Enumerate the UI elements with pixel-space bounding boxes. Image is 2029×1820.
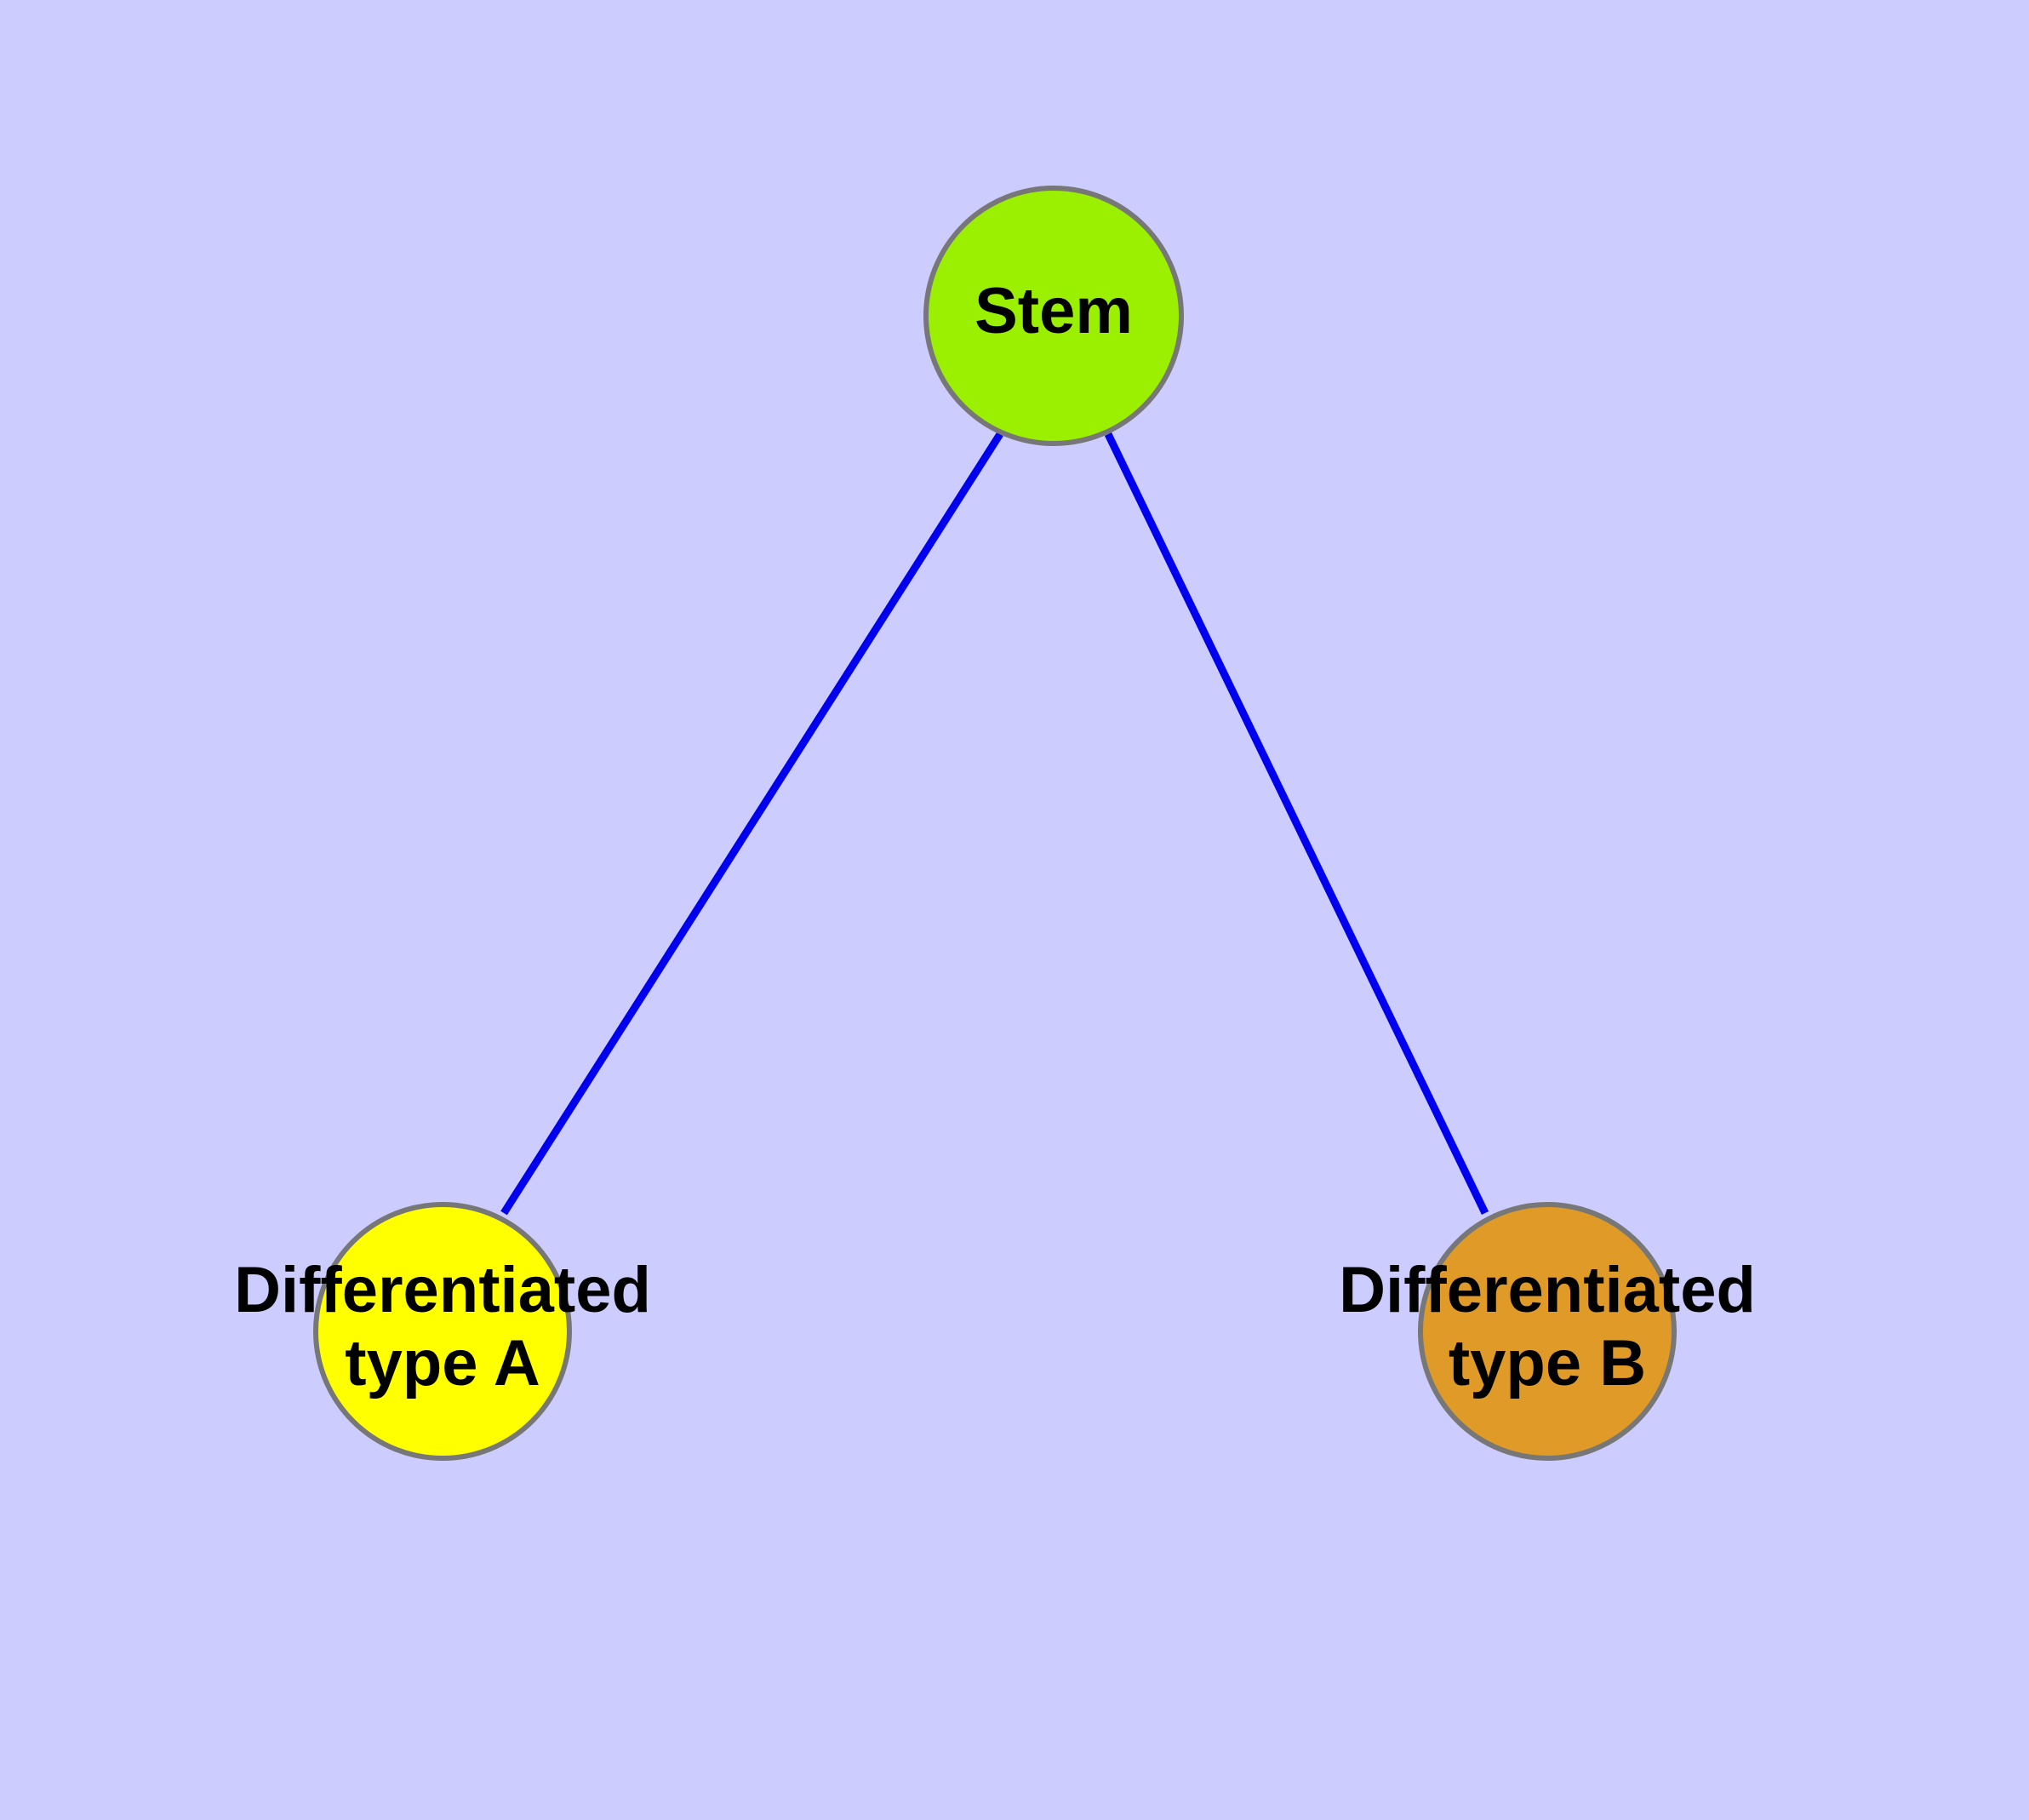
edge-stem-to-diff_a [500,432,1003,1216]
node-stem[interactable]: Stem [923,186,1184,446]
node-label-stem: Stem [974,275,1133,347]
node-label-line: Stem [974,275,1133,347]
node-label-line: type A [345,1327,540,1399]
node-label-line: Differentiated [1339,1254,1756,1326]
node-circle-stem[interactable] [923,186,1184,446]
node-label-line: type B [1449,1327,1646,1399]
edge-layer [500,432,1489,1216]
node-circle-diff_a[interactable] [313,1202,572,1461]
node-label-line: Differentiated [234,1254,651,1326]
edge-stem-to-diff_b [1104,432,1489,1215]
node-circle-diff_b[interactable] [1418,1202,1677,1461]
